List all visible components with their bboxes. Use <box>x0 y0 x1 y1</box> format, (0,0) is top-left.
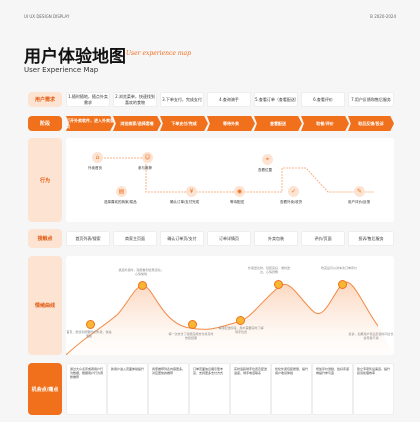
emotion-panel: 首页，能找到想要吃的外卖，快速便捷 挑选外卖时，就能看到优惠活动，心情愉悦 填一… <box>66 256 394 355</box>
need-cell: 6.查看评价 <box>301 92 345 107</box>
payment-icon: ¥ <box>186 186 197 197</box>
emotion-face-icon <box>236 316 245 325</box>
review-icon: ✓ <box>288 186 299 197</box>
emotion-note: 填一次支付了就能完成支付并及时告知结果 <box>168 332 214 340</box>
opportunity-cell: 建立专项售后渠道，提升投诉处理效率 <box>353 363 394 415</box>
script-subtitle: User experience map <box>126 50 191 57</box>
stage-chip: 下单支付/完成 <box>160 116 208 131</box>
action-label: 参与推荐 <box>138 166 152 170</box>
touchpoint-cell: 评价/页面 <box>301 231 345 246</box>
opportunity-cell: 实时追踪骑手位置及配送进度，骑手电话联系 <box>230 363 271 415</box>
row-label-opportunities: 机会点/痛点 <box>28 363 62 415</box>
opportunity-cell: 增加评价激励，给好评返券提升参与度 <box>312 363 353 415</box>
stage-chip: 取后反馈/投诉 <box>348 116 394 131</box>
opportunity-cell: 订单页面信息展示更丰富，支持更多支付方式 <box>189 363 230 415</box>
location-icon: ⌖ <box>262 154 273 165</box>
actions-panel: ⌂ 外卖首页 ☺ 参与推荐 ▤ 选择喜欢的商家/菜品 ¥ 确认订单/支付完成 ◉… <box>66 138 394 222</box>
home-icon: ⌂ <box>92 152 103 163</box>
stage-chip: 取餐/评价 <box>301 116 349 131</box>
emotion-note: 投诉，如果用户售后反馈时间过长会导致不满 <box>348 332 394 340</box>
row-label-needs: 用户需求 <box>28 92 62 107</box>
stage-chip: 查看配送 <box>254 116 302 131</box>
emotion-face-icon <box>274 280 283 289</box>
row-label-actions: 行为 <box>28 138 62 222</box>
touchpoint-cell: 外卖包装 <box>254 231 298 246</box>
feedback-icon: ✎ <box>354 186 365 197</box>
stage-chip: 浏览商家/选择套餐 <box>113 116 161 131</box>
need-cell: 4.查询骑手 <box>207 92 251 107</box>
store-icon: ▤ <box>116 186 127 197</box>
row-label-touchpoints: 接触点 <box>28 229 62 248</box>
emotion-note: 挑选外卖时，就能看到优惠活动，心情愉悦 <box>118 268 164 276</box>
emotion-note: 等待配送阶段，用户需要实时了解骑手位置 <box>218 326 264 334</box>
touchpoint-cell: 订单详情页 <box>207 231 251 246</box>
emotion-note: 首页，能找到想要吃的外卖，快速便捷 <box>66 330 112 338</box>
row-label-emotion: 情绪曲线 <box>28 256 62 355</box>
opportunity-cell: 新用户进入页面体验提升 <box>107 363 148 415</box>
row-label-stages: 阶段 <box>28 116 62 131</box>
action-label: 用户评价/反馈 <box>348 200 371 204</box>
emotion-note: 吃完后可以对本次订单评价 <box>320 266 357 270</box>
emotion-note: 外卖送达时，包装完好，准时送达，心情舒畅 <box>247 266 290 274</box>
need-cell: 1.随时随地，随点外卖需求 <box>66 92 110 107</box>
emotion-face-icon <box>188 320 197 329</box>
emotion-face-icon <box>86 320 95 329</box>
touchpoint-cell: 投诉/售后服务 <box>348 231 394 246</box>
year-range: B 2020-2024 <box>370 14 396 19</box>
page-title: 用户体验地图 <box>24 47 126 67</box>
action-label: 外卖首页 <box>88 166 102 170</box>
action-flow-line <box>98 157 374 193</box>
top-bar: UI UX DESIGN DISPLAY B 2020-2024 <box>24 14 396 19</box>
need-cell: 7.用户反馈和售后服务 <box>348 92 394 107</box>
brand-text: UI UX DESIGN DISPLAY <box>24 14 70 19</box>
action-label: 选择喜欢的商家/菜品 <box>104 200 137 204</box>
emotion-face-icon <box>338 280 347 289</box>
emotion-curve <box>66 281 394 355</box>
opportunity-cell: 商家推荐列表内容更多。对应更快的推荐 <box>148 363 189 415</box>
action-label: 查看位置 <box>258 168 272 172</box>
emotion-face-icon <box>138 281 147 290</box>
action-label: 确认订单/支付完成 <box>170 200 200 204</box>
rider-icon: ◉ <box>234 186 245 197</box>
stage-chip: 打开外卖软件，进入外卖首页 <box>66 116 114 131</box>
need-cell: 2.浏览菜单，快速找到喜欢的食物 <box>113 92 157 107</box>
need-cell: 3.下单支付，完成支付 <box>160 92 204 107</box>
stage-chip: 等待外卖 <box>207 116 255 131</box>
opportunity-cell: 优化外卖包装质量，提升用户收货体验 <box>271 363 312 415</box>
action-label: 查看外卖/收货 <box>280 200 303 204</box>
page-subtitle: User Experience Map <box>24 66 99 74</box>
touchpoint-cell: 商家主页面 <box>113 231 157 246</box>
touchpoint-cell: 首页列表/搜索 <box>66 231 110 246</box>
touchpoint-cell: 确认订单页/支付 <box>160 231 204 246</box>
opportunity-cell: 通过大众点评或者用户行为数据，根据用户行为调整推荐 <box>66 363 107 415</box>
user-icon: ☺ <box>142 152 153 163</box>
need-cell: 5.查看订单（查看配送） <box>254 92 299 107</box>
action-label: 等待配送 <box>230 200 244 204</box>
